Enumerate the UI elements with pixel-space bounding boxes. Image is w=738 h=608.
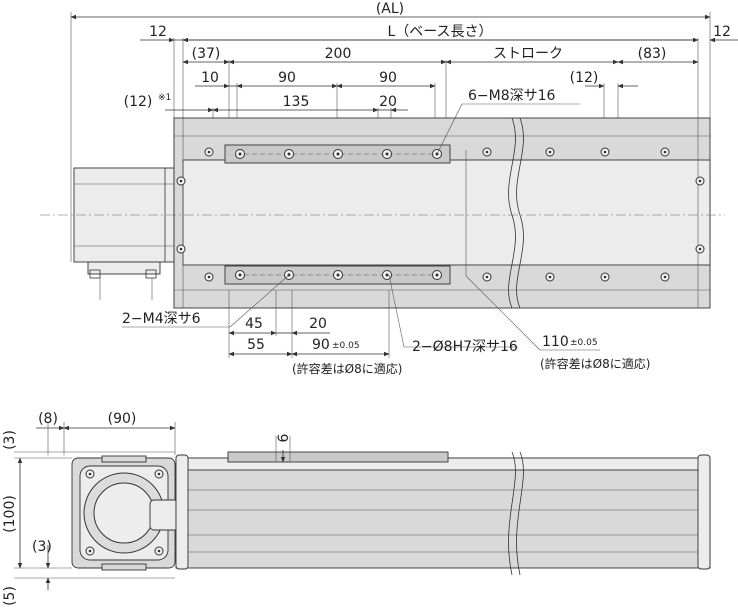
dim-20-bottom: 20 [309, 316, 327, 332]
dim-overall-length: (AL) [376, 1, 404, 17]
holes-upper [204, 147, 670, 159]
dim-90-tol: 90 [312, 337, 330, 353]
dim-height-100: (100) [2, 495, 18, 533]
dim-pitch-10: 10 [201, 70, 219, 86]
dim-offset-37: (37) [192, 46, 221, 62]
dim-end-left: 12 [149, 24, 167, 40]
note-tolerance-left: (許容差はØ8に適応) [292, 361, 402, 376]
dim-pitch-90-a: 90 [278, 70, 296, 86]
side-body [175, 457, 711, 569]
dim-110: 110 [542, 334, 569, 350]
dim-stroke: ストローク [493, 46, 563, 62]
dim-8: (8) [38, 411, 58, 427]
dim-pitch-135: 135 [283, 94, 310, 110]
callout-pin: 2−Ø8H7深サ16 [412, 339, 518, 355]
callout-m8: 6−M8深サ16 [468, 88, 556, 104]
dim-3-top: (3) [2, 430, 18, 450]
dim-6: 6 [276, 433, 292, 442]
center-cover [182, 159, 711, 266]
dim-offset-83: (83) [638, 46, 667, 62]
dim-pitch-90-b: 90 [379, 70, 397, 86]
dim-3-side: (3) [32, 539, 52, 555]
dim-base-length: L（ベース長さ） [387, 24, 492, 40]
callout-m4: 2−M4深サ6 [122, 311, 201, 327]
dim-end-right: 12 [713, 24, 731, 40]
dim-table-length: 200 [325, 46, 352, 62]
front-view: (8) (90) (3) (100) (5) (3) [2, 411, 711, 606]
top-view: (AL) 12 L（ベース長さ） 12 (37) 200 ストローク (83) … [40, 1, 738, 376]
dim-90-front: (90) [108, 411, 137, 427]
note-tolerance-right: (許容差はØ8に適応) [540, 356, 650, 371]
slider-side [227, 451, 449, 463]
note-mark: ※1 [158, 93, 171, 103]
dim-pitch-20-top: 20 [379, 94, 397, 110]
tol-110: ±0.05 [570, 338, 598, 348]
dim-45: 45 [245, 316, 263, 332]
tol-90: ±0.05 [332, 341, 360, 351]
dim-offset-12-right: (12) [570, 70, 599, 86]
dim-55: 55 [247, 337, 265, 353]
dim-offset-12-left: (12) [124, 94, 153, 110]
dim-5: (5) [2, 586, 18, 606]
motor-connector [87, 261, 161, 275]
